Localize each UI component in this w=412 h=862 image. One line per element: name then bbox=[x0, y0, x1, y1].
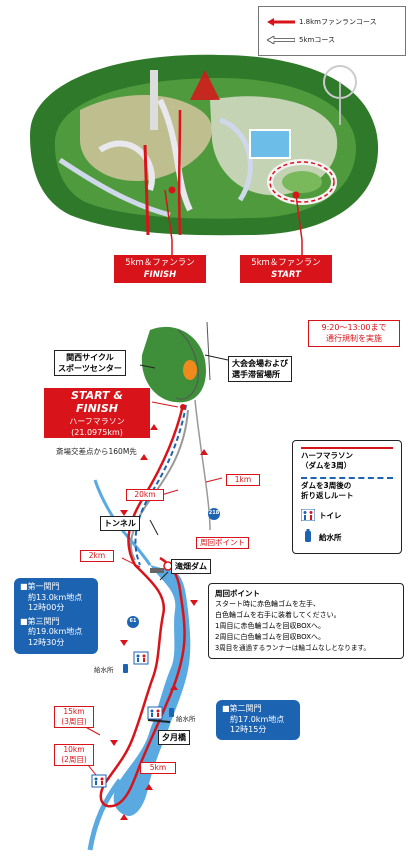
legend-half-text: ハーフマラソン （ダムを3周） bbox=[301, 451, 354, 470]
legend-return-text: ダムを3周後の 折り返しルート bbox=[301, 481, 354, 500]
tent-icon bbox=[190, 70, 220, 100]
turn-point-tag: 周回ポイント bbox=[196, 537, 249, 549]
legend-toilet-icon bbox=[301, 509, 315, 521]
white-arrow-icon bbox=[267, 36, 295, 44]
km-marker-2: 2km bbox=[80, 550, 114, 562]
water-stand-label-2: 給水所 bbox=[176, 715, 196, 723]
dam-marker bbox=[150, 568, 164, 573]
legend-red-line bbox=[301, 447, 393, 449]
road-61-label: 61 bbox=[129, 618, 137, 624]
road-61-badge bbox=[127, 616, 139, 628]
venue-park-area bbox=[141, 326, 206, 403]
legend-water-icon bbox=[305, 529, 311, 542]
km-marker-5: 5km bbox=[140, 762, 176, 774]
road-218-badge bbox=[208, 508, 220, 520]
bridge-icon bbox=[147, 719, 171, 723]
legend-toilet-label: トイレ bbox=[319, 511, 342, 520]
dam-label: 滝畑ダム bbox=[171, 559, 211, 574]
km-marker-15: 15km (3周目) bbox=[54, 706, 94, 728]
km-marker-1: 1km bbox=[226, 474, 260, 486]
road-218-label: 218 bbox=[208, 510, 220, 516]
km-marker-10: 10km (2周目) bbox=[54, 744, 94, 766]
bridge-label: 夕月橋 bbox=[158, 730, 190, 745]
red-arrow-icon bbox=[267, 18, 295, 26]
course-legend: 1.8kmファンランコース 5kmコース bbox=[258, 6, 406, 56]
route-legend: ハーフマラソン （ダムを3周） ダムを3周後の 折り返しルート トイレ 給水所 bbox=[292, 440, 402, 554]
km-marker-20: 20km bbox=[126, 489, 164, 501]
checkpoint-1-and-3-box: ■第一関門 約13.0km地点 12時00分 ■第三関門 約19.0km地点 1… bbox=[14, 578, 98, 654]
venue-marker bbox=[183, 360, 197, 380]
checkpoint-2-box: ■第二関門 約17.0km地点 12時15分 bbox=[216, 700, 300, 740]
dam-lake bbox=[113, 565, 191, 816]
cycle-center-label: 関西サイクル スポーツセンター bbox=[54, 350, 126, 376]
tunnel-label: トンネル bbox=[100, 516, 140, 531]
traffic-notice: 9:20～13:00まで 通行規制を実施 bbox=[308, 320, 400, 347]
legend-blue-dashed-line bbox=[301, 477, 393, 479]
venue-label: 大会会場および 選手滞留場所 bbox=[228, 356, 292, 382]
fun-run-finish-label: 5km＆ファンラン FINISH bbox=[114, 255, 206, 283]
water-stand-icon bbox=[123, 664, 128, 673]
toilet-icon bbox=[133, 651, 149, 665]
fun-run-start-label: 5km＆ファンラン START bbox=[240, 255, 332, 283]
loop-point-info: 周回ポイント スタート時に赤色輪ゴムを左手、 白色輪ゴムを右手に装着してください… bbox=[208, 583, 404, 659]
half-marathon-course-line bbox=[99, 404, 186, 808]
distance-note: 斎場交差点から160M先 bbox=[56, 447, 137, 456]
park-map bbox=[30, 54, 379, 255]
legend-5km: 5kmコース bbox=[299, 36, 335, 44]
water-stand-icon bbox=[169, 708, 174, 717]
toilet-icon bbox=[91, 774, 107, 788]
loop-point-title: 周回ポイント bbox=[215, 589, 260, 598]
half-marathon-start-finish-label: START & FINISH ハーフマラソン (21.0975km) bbox=[44, 388, 150, 438]
pool-shape bbox=[249, 129, 291, 159]
legend-water-label: 給水所 bbox=[319, 533, 342, 542]
legend-fun-run: 1.8kmファンランコース bbox=[299, 18, 377, 26]
water-stand-label-1: 給水所 bbox=[94, 666, 114, 674]
toilet-icon bbox=[147, 706, 163, 720]
